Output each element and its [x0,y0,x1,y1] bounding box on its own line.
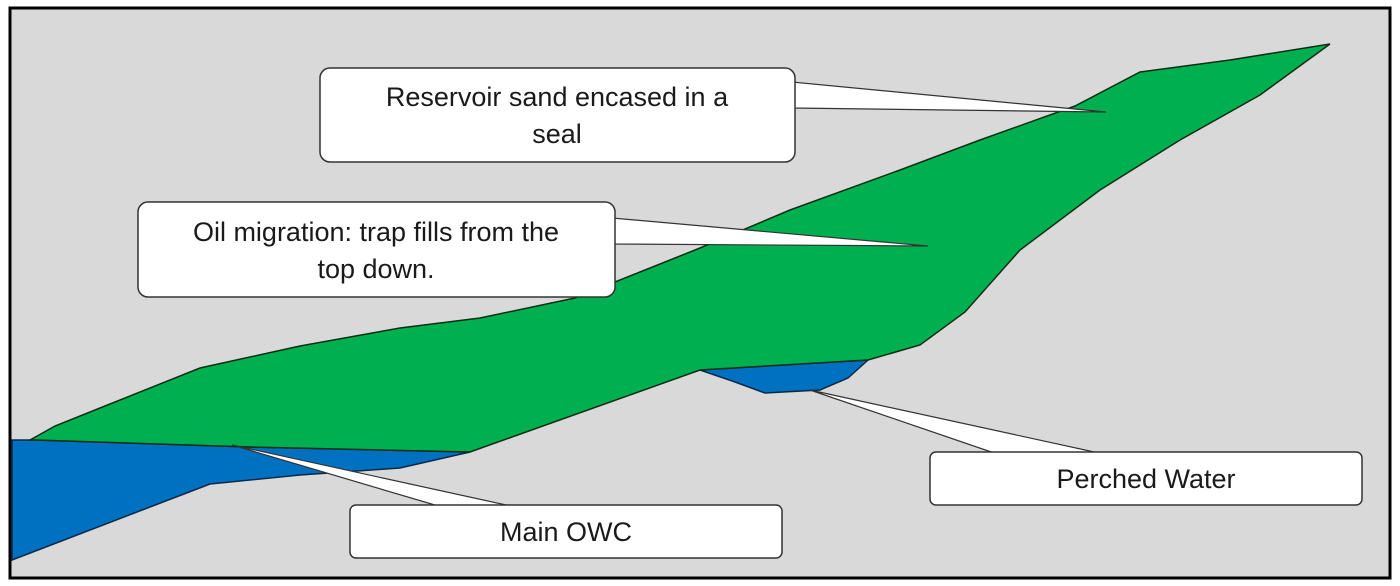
migration-callout: Oil migration: trap fills from the top d… [137,201,616,298]
owc-callout: Main OWC [349,504,783,559]
perched-callout: Perched Water [929,451,1363,506]
perched-callout-label: Perched Water [1056,464,1235,494]
reservoir-callout-box [319,67,796,163]
migration-callout-line2: top down. [317,254,434,284]
owc-callout-label: Main OWC [500,517,632,547]
reservoir-callout-line2: seal [532,119,582,149]
perched-callout-box [929,451,1363,506]
migration-callout-line1: Oil migration: trap fills from the [193,217,559,247]
reservoir-callout: Reservoir sand encased in a seal [319,67,796,163]
reservoir-callout-line1: Reservoir sand encased in a [386,82,729,112]
reservoir-sand-body [27,43,1331,453]
owc-callout-box [349,504,783,559]
migration-callout-box [137,201,616,298]
